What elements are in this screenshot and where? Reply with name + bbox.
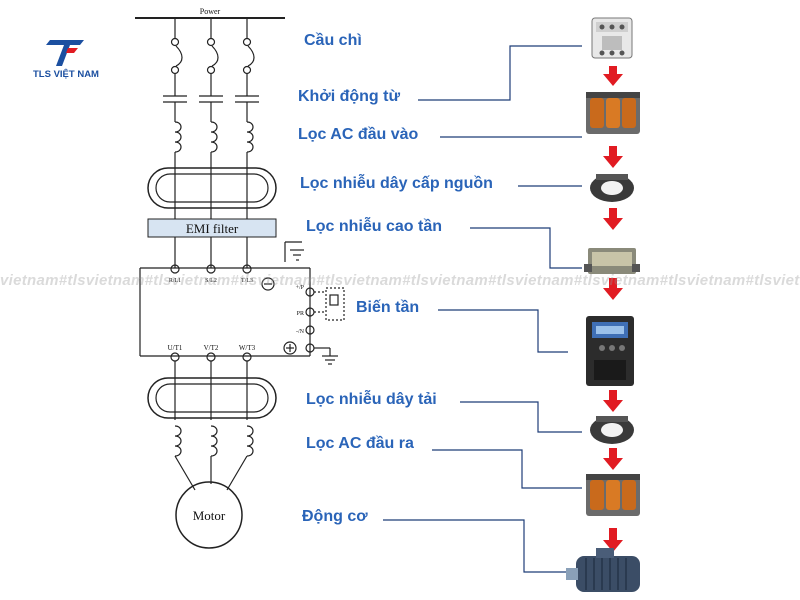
label-motor: Động cơ [302,508,368,525]
watermark: vietnam#tlsvietnam#tlsvietnam#tlsvietnam… [0,272,800,289]
terminal-p: +/P [296,285,305,291]
emi-filter-icon [584,248,640,274]
terminal-s: S/L2 [205,278,217,284]
brand-name: TLS VIỆT NAM [33,69,99,80]
label-supply-noise-filter: Lọc nhiễu dây cấp nguồn [300,175,493,192]
leader-lines [383,45,582,573]
inverter-icon [586,316,634,386]
label-load-noise-filter: Lọc nhiễu dây tải [306,391,437,408]
fuse-contactor-icon [591,17,633,59]
label-high-frequency-filter: Lọc nhiễu cao tần [306,218,443,235]
emi-filter-box [147,218,277,238]
load-ferrite-core-icon [590,416,634,444]
output-ac-reactor-icon [586,474,640,516]
label-output-ac-filter: Lọc AC đầu ra [306,435,414,452]
motor-icon [566,548,640,592]
motor-label: Motor [193,508,226,523]
terminal-v: V/T2 [204,344,219,352]
tls-logo-icon [46,40,84,66]
flow-arrows [603,66,623,552]
emi-filter-label: EMI filter [186,221,239,236]
supply-ferrite-core-icon [590,174,634,202]
terminal-t: T/L3 [241,278,253,284]
terminal-pr: PR [297,311,304,317]
terminal-n: -/N [296,329,305,335]
label-magnetic-starter: Khởi động từ [298,88,401,105]
label-inverter: Biến tần [356,299,420,316]
terminal-w: W/T3 [239,344,256,352]
power-label: Power [200,7,221,16]
terminal-u: U/T1 [168,344,183,352]
label-input-ac-filter: Lọc AC đầu vào [298,126,419,143]
phase-lines [163,18,259,220]
terminal-r: R/L1 [169,278,181,284]
magnetic-starter-icon [586,92,640,134]
label-fuse: Cầu chì [304,32,362,49]
